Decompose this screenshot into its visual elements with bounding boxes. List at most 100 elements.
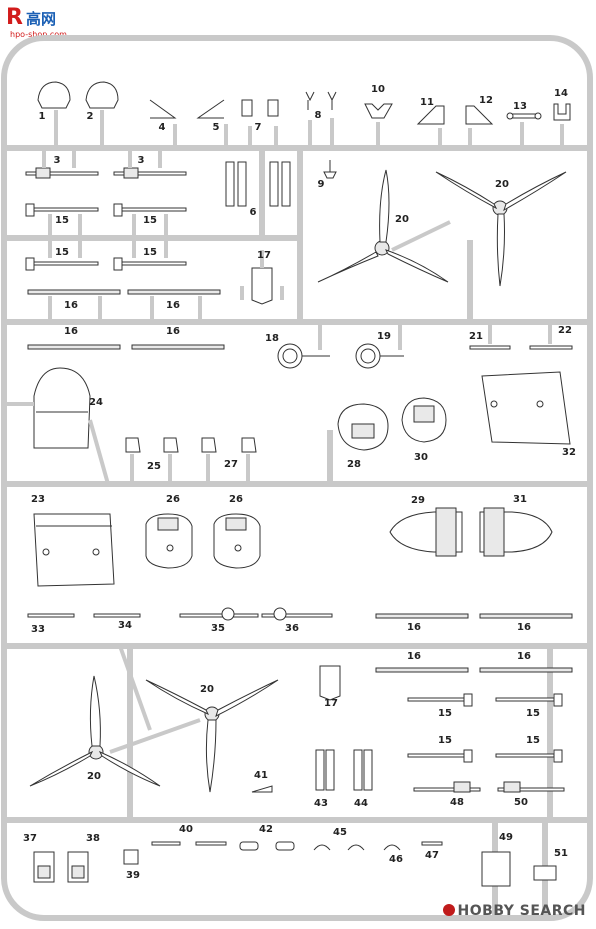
part-label: 9 [318,179,325,190]
part-label: 15 [55,215,69,226]
parts-48-50 [413,781,565,793]
parts-45-46 [313,844,401,851]
watermark-logo-letter: R [6,5,23,30]
part-29 [389,507,463,557]
part-24 [6,367,110,485]
part-label: 46 [389,854,403,865]
part-7 [241,99,279,146]
gate-prop-a [391,220,451,252]
part-3-right [113,150,187,179]
part-28 [337,403,389,451]
gate-prop-c [118,645,152,731]
part-label: 16 [407,651,421,662]
part-22 [529,324,573,350]
part-label: 44 [354,798,368,809]
part-label: 34 [118,620,132,631]
part-6 [225,161,291,207]
part-label: 40 [179,824,193,835]
propeller-20-upper-right [435,171,567,287]
part-26-right [213,513,261,569]
part-16-row3 [375,613,573,673]
part-label: 16 [166,300,180,311]
part-9 [323,160,337,179]
part-label: 25 [147,461,161,472]
part-label: 16 [407,622,421,633]
part-8 [305,91,337,146]
part-label: 26 [229,494,243,505]
parts-43-44 [315,749,373,791]
part-31 [479,507,553,557]
part-16-row1 [27,289,221,322]
part-label: 28 [347,459,361,470]
part-5 [196,99,228,146]
part-label: 3 [54,155,61,166]
part-label: 4 [159,122,166,133]
watermark-chinese-text: 高网 [26,10,57,28]
sprue-frame [1,35,593,921]
part-label: 5 [213,122,220,133]
part-19 [355,324,404,369]
part-label: 11 [420,97,434,108]
part-label: 48 [450,797,464,808]
part-label: 23 [31,494,45,505]
part-label: 36 [285,623,299,634]
parts-25-27 [125,437,257,484]
part-49 [481,851,511,887]
part-label: 17 [324,698,338,709]
part-label: 16 [64,326,78,337]
part-label: 41 [254,770,268,781]
part-10 [364,103,393,146]
part-12 [465,105,494,146]
propeller-20-lower-right [145,679,279,793]
part-label: 16 [517,651,531,662]
part-15-d [113,240,187,271]
part-label: 15 [438,708,452,719]
gate-prop-b [109,718,201,754]
part-label: 20 [495,179,509,190]
part-label: 18 [265,333,279,344]
part-23 [33,513,115,587]
part-17-top [240,250,284,305]
part-label: 24 [89,397,103,408]
part-42 [239,841,295,851]
part-label: 10 [371,84,385,95]
part-51 [533,865,557,881]
part-label: 21 [469,331,483,342]
part-label: 12 [479,95,493,106]
part-4 [149,99,177,146]
part-label: 15 [438,735,452,746]
part-label: 47 [425,850,439,861]
part-label: 16 [517,622,531,633]
part-17-bottom [319,665,341,701]
part-41 [251,785,273,793]
part-label: 1 [39,111,46,122]
part-label: 51 [554,848,568,859]
hpo-shop-watermark: R 高网 hpo-shop.com [6,5,76,40]
part-label: 16 [64,300,78,311]
part-label: 27 [224,459,238,470]
watermark-url: hpo-shop.com [10,30,67,39]
part-15-lower [407,693,563,763]
part-32 [481,371,571,445]
part-label: 37 [23,833,37,844]
part-30 [401,397,447,443]
part-2 [85,81,119,146]
part-15-a [25,203,99,238]
part-40 [151,841,227,846]
propeller-20-upper-left [317,169,449,283]
part-14 [553,103,571,146]
hobby-search-logo-icon [442,904,455,916]
part-label: 15 [526,708,540,719]
part-label: 15 [526,735,540,746]
part-21 [469,324,511,350]
part-label: 2 [87,111,94,122]
part-label: 22 [558,325,572,336]
part-3-left [25,150,99,179]
parts-33-36 [27,607,333,621]
part-label: 49 [499,832,513,843]
part-39 [123,849,139,865]
part-label: 31 [513,494,527,505]
part-47 [421,841,443,846]
part-label: 20 [395,214,409,225]
